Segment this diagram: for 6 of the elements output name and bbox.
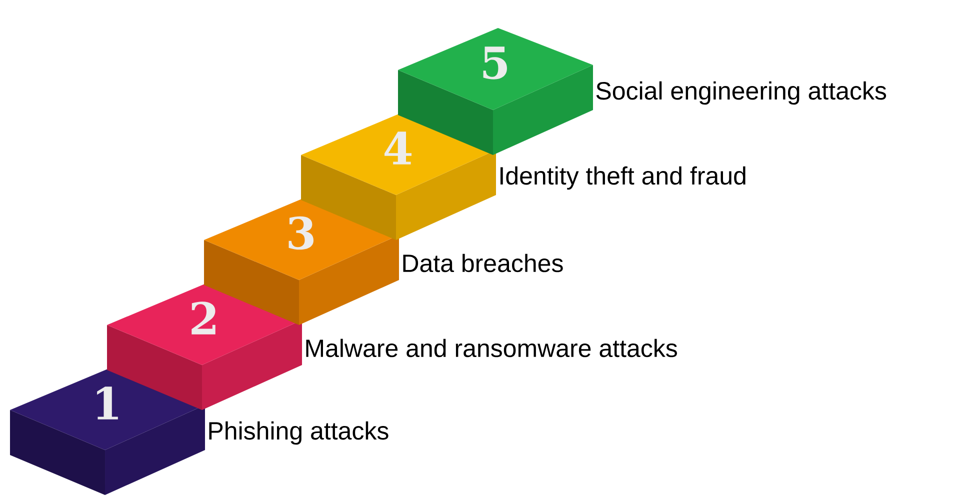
step-label: Malware and ransomware attacks [306, 338, 677, 358]
step-label: Social engineering attacks [596, 81, 886, 105]
step-block: 1 [10, 368, 205, 495]
step-label: Identity theft and fraud [500, 166, 746, 190]
step-label: Phishing attacks [209, 421, 388, 445]
step-label: Data breaches [403, 254, 563, 272]
